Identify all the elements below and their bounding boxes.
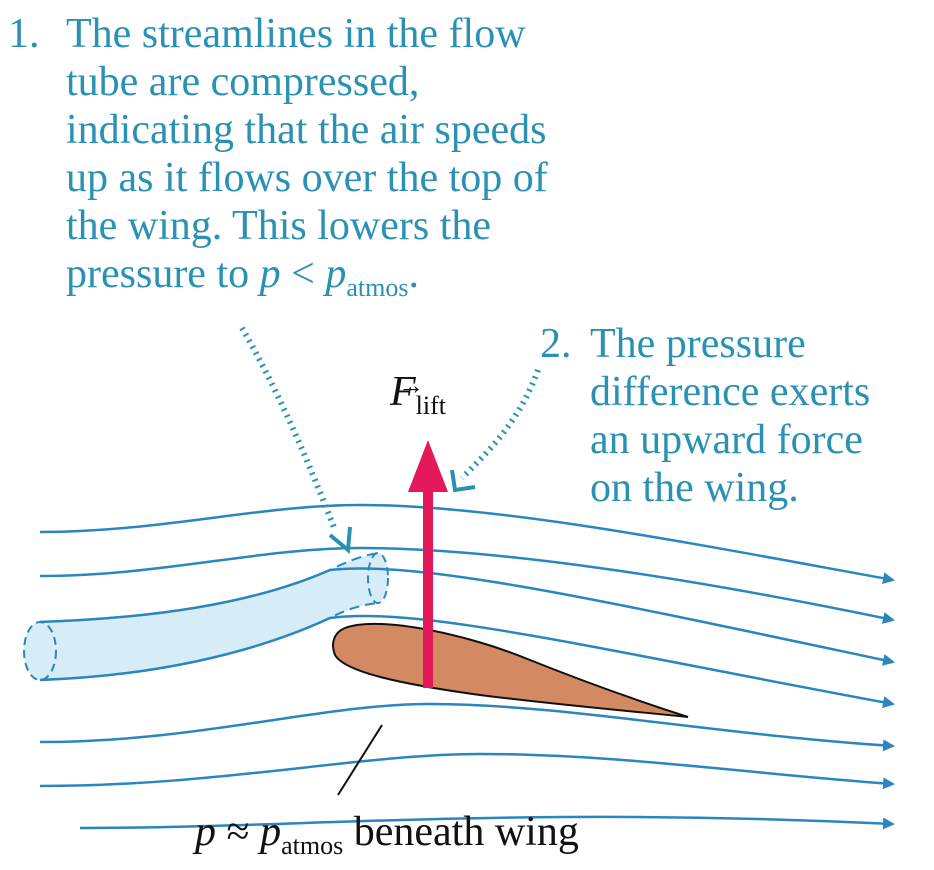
lift-force-label: →Flift — [390, 368, 446, 430]
bottom-approx: ≈ — [216, 809, 261, 855]
bottom-atmos-subscript: atmos — [281, 831, 344, 861]
caption-1-p: p — [259, 251, 281, 297]
caption-1-line-2: tube are compressed, — [66, 59, 420, 105]
streamline-7 — [79, 815, 895, 830]
caption-1-atmos-subscript: atmos — [346, 273, 409, 303]
lift-force-letter: F — [390, 369, 416, 415]
wing — [332, 622, 689, 718]
streamline-6 — [39, 752, 895, 790]
streamline-5 — [39, 702, 895, 752]
caption-2: 2. The pressure difference exerts an upw… — [540, 320, 870, 512]
caption-2-line-4: on the wing. — [590, 465, 799, 511]
pointer-2 — [450, 368, 541, 493]
caption-1-less-than: < — [280, 251, 326, 297]
beneath-wing-label: p ≈ patmos beneath wing — [195, 808, 579, 870]
caption-1-period: . — [408, 251, 420, 297]
caption-1-line-3: indicating that the air speeds — [66, 107, 547, 153]
caption-2-number: 2. — [540, 321, 572, 367]
lift-force-subscript: lift — [415, 391, 447, 421]
lift-force-symbol: →F — [390, 368, 424, 416]
bottom-p: p — [195, 809, 216, 855]
vector-arrow-icon: → — [398, 371, 424, 400]
caption-2-line-2: difference exerts — [590, 369, 871, 415]
caption-1-line-5: the wing. This lowers the — [66, 203, 492, 249]
bottom-leader-line — [337, 724, 383, 796]
streamline-1 — [39, 503, 895, 585]
caption-1-number: 1. — [8, 11, 40, 57]
caption-1-line-1: The streamlines in the flow — [66, 11, 526, 57]
pointer-1 — [239, 326, 352, 554]
streamline-2 — [39, 546, 895, 624]
caption-1-p-atmos: p — [325, 251, 347, 297]
caption-2-line-3: an upward force — [590, 417, 863, 463]
caption-2-line-1: The pressure — [590, 321, 806, 367]
caption-1-line-6: pressure to p < patmos. — [66, 250, 548, 312]
bottom-text: beneath wing — [343, 809, 579, 855]
flow-tube-edges — [39, 552, 379, 681]
caption-1-line-4: up as it flows over the top of — [66, 155, 548, 201]
bottom-p-atmos: p — [260, 809, 282, 855]
caption-1: 1. The streamlines in the flow tube are … — [8, 10, 548, 312]
caption-1-line-6-text: pressure to — [66, 251, 260, 297]
lift-arrow — [408, 440, 448, 688]
